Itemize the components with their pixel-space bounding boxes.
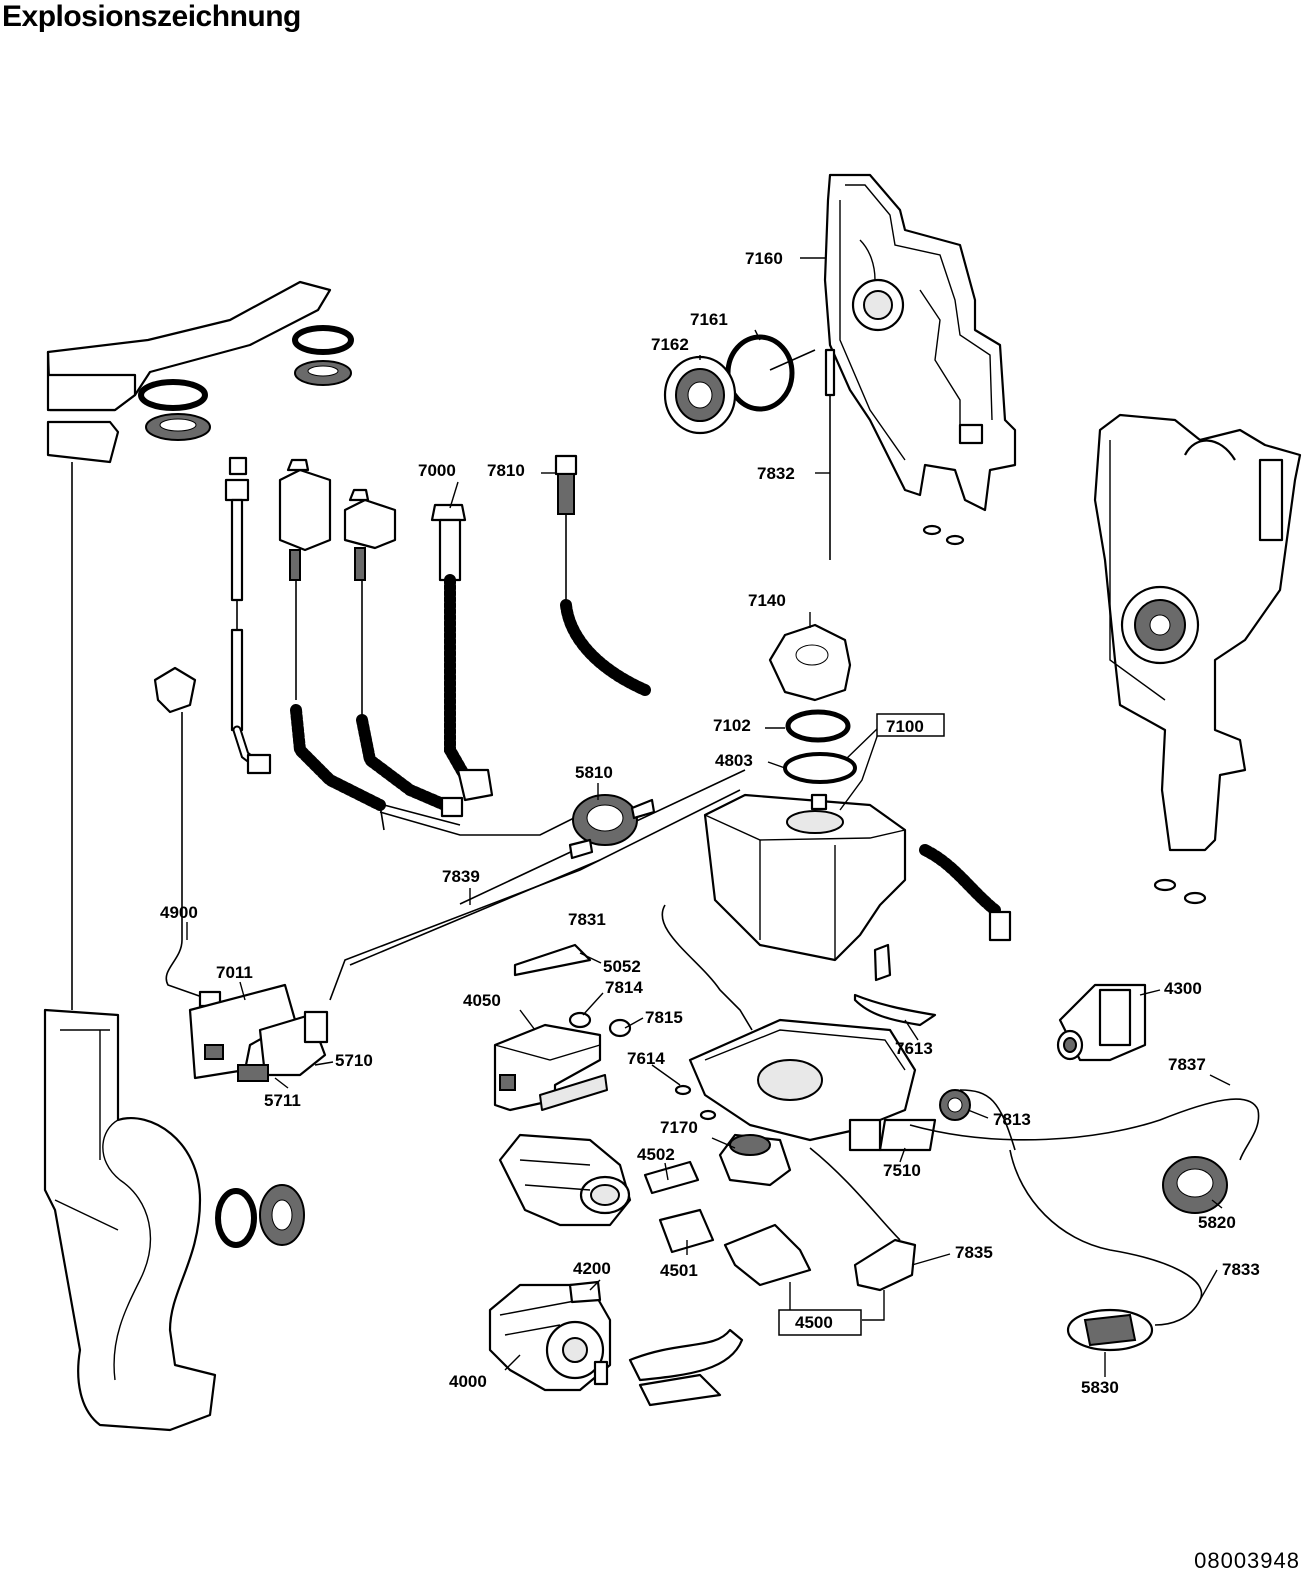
- label-4000: 4000: [449, 1372, 487, 1391]
- label-5830: 5830: [1081, 1378, 1119, 1397]
- heater-relay-4050: [493, 1023, 608, 1112]
- label-box-4500: [778, 1309, 862, 1336]
- salt-cap-7140: [768, 623, 852, 702]
- gasket-4803: [783, 752, 857, 784]
- label-7833: 7833: [1222, 1260, 1260, 1279]
- label-7813: 7813: [993, 1110, 1031, 1129]
- label-5820: 5820: [1198, 1213, 1236, 1232]
- label-7839: 7839: [442, 867, 480, 886]
- label-5810: 5810: [575, 763, 613, 782]
- pressure-switch-5820: [1162, 1156, 1228, 1214]
- label-7140: 7140: [748, 591, 786, 610]
- label-7100: 7100: [886, 717, 924, 736]
- hose-curved: [628, 1328, 744, 1382]
- label-7510: 7510: [883, 1161, 921, 1180]
- label-4501: 4501: [660, 1261, 698, 1280]
- label-4900: 4900: [160, 903, 198, 922]
- circulation-pump: [498, 1133, 632, 1227]
- label-7000: 7000: [418, 461, 456, 480]
- document-number: 08003948: [1194, 1548, 1300, 1573]
- label-4200: 4200: [573, 1259, 611, 1278]
- label-box-7100: [876, 713, 945, 737]
- label-5711: 5711: [264, 1091, 301, 1110]
- label-4500: 4500: [795, 1313, 833, 1332]
- label-7814: 7814: [605, 978, 643, 997]
- control-board: [188, 983, 329, 1082]
- air-duct-bottom: [43, 1008, 217, 1432]
- label-7831: 7831: [568, 910, 606, 929]
- mains-cable: [153, 666, 222, 1008]
- label-7810: 7810: [487, 461, 525, 480]
- label-5052: 5052: [603, 957, 641, 976]
- water-panel-7160: [823, 173, 1017, 546]
- label-7011: 7011: [216, 963, 253, 982]
- label-4803: 4803: [715, 751, 753, 770]
- air-duct-top: [46, 280, 332, 464]
- valve-7170: [718, 1133, 792, 1187]
- label-5710: 5710: [335, 1051, 373, 1070]
- label-7102: 7102: [713, 716, 751, 735]
- label-7614: 7614: [627, 1049, 665, 1068]
- sensor-5810: [568, 794, 656, 860]
- label-7835: 7835: [955, 1243, 993, 1262]
- air-break-panel: [1093, 413, 1302, 905]
- page-title: Explosionszeichnung: [2, 0, 301, 33]
- part-labels: 7160 7161 7162 7832 7000 7810 7140 7102 …: [160, 249, 1260, 1397]
- label-4502: 4502: [637, 1145, 675, 1164]
- sump-7510: [688, 1018, 937, 1152]
- label-4050: 4050: [463, 991, 501, 1010]
- water-softener-7100: [703, 793, 1012, 962]
- wire-5052: [513, 943, 592, 977]
- label-4300: 4300: [1164, 979, 1202, 998]
- ring-7102: [785, 709, 851, 743]
- hose-4502: [643, 1160, 700, 1195]
- leader-lines: [186, 257, 1231, 1377]
- label-7160: 7160: [745, 249, 783, 268]
- seal-ring-top-left: [138, 325, 354, 441]
- heat-pump-4000: [488, 1283, 612, 1392]
- drain-pump-4300: [1056, 983, 1147, 1062]
- label-7161: 7161: [690, 310, 728, 329]
- gasket-7161: [725, 334, 795, 412]
- label-7837: 7837: [1168, 1055, 1206, 1074]
- label-7170: 7170: [660, 1118, 698, 1137]
- label-7815: 7815: [645, 1008, 683, 1027]
- seal-ring-bottom-left: [215, 1188, 257, 1248]
- label-7162: 7162: [651, 335, 689, 354]
- sensor-5830: [1066, 1308, 1154, 1352]
- label-7613: 7613: [895, 1039, 933, 1058]
- bracket-7613: [853, 993, 937, 1027]
- hose-4501: [658, 1208, 715, 1254]
- disc-7162: [663, 355, 737, 435]
- label-7832: 7832: [757, 464, 795, 483]
- inlet-valve-hoses: [224, 454, 651, 831]
